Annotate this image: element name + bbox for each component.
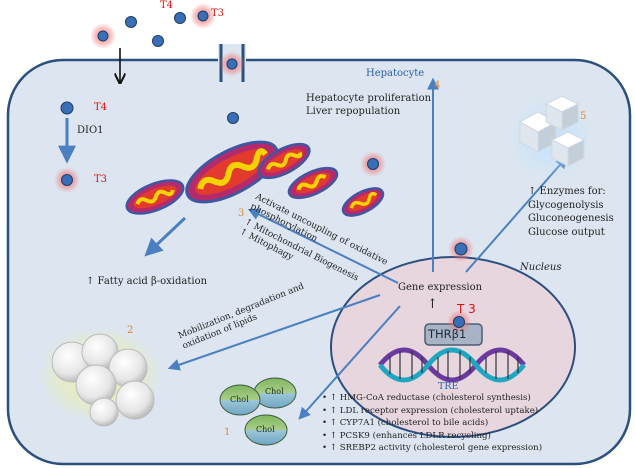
mitochondrion-right-b bbox=[341, 187, 385, 217]
label-tre: TRE bbox=[438, 381, 459, 392]
hormone-t3-near-nucleus bbox=[448, 236, 474, 262]
cholesterol-effect-2: • ↑ LDL receptor expression (cholesterol… bbox=[322, 405, 539, 416]
mitochondrion-upper-mid bbox=[257, 142, 311, 180]
arrow-to-mitochondria bbox=[247, 208, 399, 284]
hormone-t4-top-a bbox=[125, 16, 137, 28]
enzymes-line-3: Gluconeogenesis bbox=[528, 213, 614, 224]
proliferation-line-1: Hepatocyte proliferation bbox=[306, 93, 432, 104]
number-4: 4 bbox=[434, 80, 441, 91]
label-t4-cell: T4 bbox=[94, 102, 108, 113]
cholesterol-effect-1: • ↑ HMG-CoA reductase (cholesterol synth… bbox=[322, 393, 531, 403]
hormone-t4-top-b bbox=[152, 35, 164, 47]
number-1: 1 bbox=[224, 427, 231, 438]
mitochondrion-left bbox=[125, 179, 185, 215]
number-3: 3 bbox=[238, 208, 245, 219]
lipid-droplets-icon bbox=[38, 327, 162, 427]
number-2: 2 bbox=[127, 325, 134, 336]
label-t3-top: T3 bbox=[211, 8, 225, 19]
label-thr: THRβ1 bbox=[428, 327, 467, 341]
proliferation-line-2: Liver repopulation bbox=[306, 106, 401, 117]
hormone-t3-top-left bbox=[90, 23, 116, 49]
cholesterol-cluster-icon bbox=[219, 377, 297, 446]
label-proliferation: Hepatocyte proliferation Liver repopulat… bbox=[306, 92, 431, 118]
label-t3-nucleus: T 3 bbox=[457, 302, 476, 316]
cholesterol-effect-4: • ↑ PCSK9 (enhances LDLR recycling) bbox=[322, 430, 491, 441]
label-gene-expression: Gene expression bbox=[398, 282, 483, 293]
label-nucleus: Nucleus bbox=[520, 262, 562, 273]
label-t3-cell: T3 bbox=[94, 174, 108, 185]
label-t4-top: T4 bbox=[160, 0, 174, 11]
hormone-t3-cell bbox=[54, 167, 80, 193]
mitochondrion-right-a bbox=[287, 166, 339, 200]
hormone-t3-top-right bbox=[190, 3, 216, 29]
label-enzymes: ↑ Enzymes for: Glycogenolysis Gluconeoge… bbox=[528, 185, 614, 239]
label-dio1: DIO1 bbox=[77, 125, 104, 136]
hormone-t4-top-c bbox=[174, 12, 186, 24]
enzymes-line-4: Glucose output bbox=[528, 226, 605, 238]
dna-helix bbox=[378, 347, 526, 383]
label-fatty-acid: ↑ Fatty acid β-oxidation bbox=[86, 276, 208, 287]
enzymes-line-1: ↑ Enzymes for: bbox=[528, 186, 606, 197]
hormone-t3-bound bbox=[447, 310, 471, 334]
arrow-to-lipids bbox=[167, 294, 381, 371]
cholesterol-effect-5: • ↑ SREBP2 activity (cholesterol gene ex… bbox=[322, 443, 543, 454]
mitochondrion-large bbox=[185, 140, 279, 204]
hormone-t3-in-channel bbox=[219, 51, 245, 77]
arrow-to-cholesterol bbox=[298, 305, 401, 420]
gene-expression-up-arrow: ↑ bbox=[427, 297, 438, 312]
arrow-to-fatty-acid bbox=[144, 216, 187, 257]
chol-label-a: Chol bbox=[265, 387, 284, 396]
label-hepatocyte: Hepatocyte bbox=[366, 68, 425, 79]
hormone-t4-cell bbox=[60, 101, 74, 115]
hormone-free-a bbox=[227, 112, 239, 124]
chol-label-b: Chol bbox=[230, 395, 249, 404]
cholesterol-effects-list: • ↑ HMG-CoA reductase (cholesterol synth… bbox=[322, 392, 542, 455]
hormone-t3-mid bbox=[360, 151, 386, 177]
enzymes-line-2: Glycogenolysis bbox=[528, 199, 604, 211]
number-5: 5 bbox=[580, 111, 587, 122]
chol-label-c: Chol bbox=[256, 425, 275, 434]
cholesterol-effect-3: • ↑ CYP7A1 (cholesterol to bile acids) bbox=[322, 418, 489, 429]
glycogen-cubes-icon bbox=[507, 94, 595, 182]
